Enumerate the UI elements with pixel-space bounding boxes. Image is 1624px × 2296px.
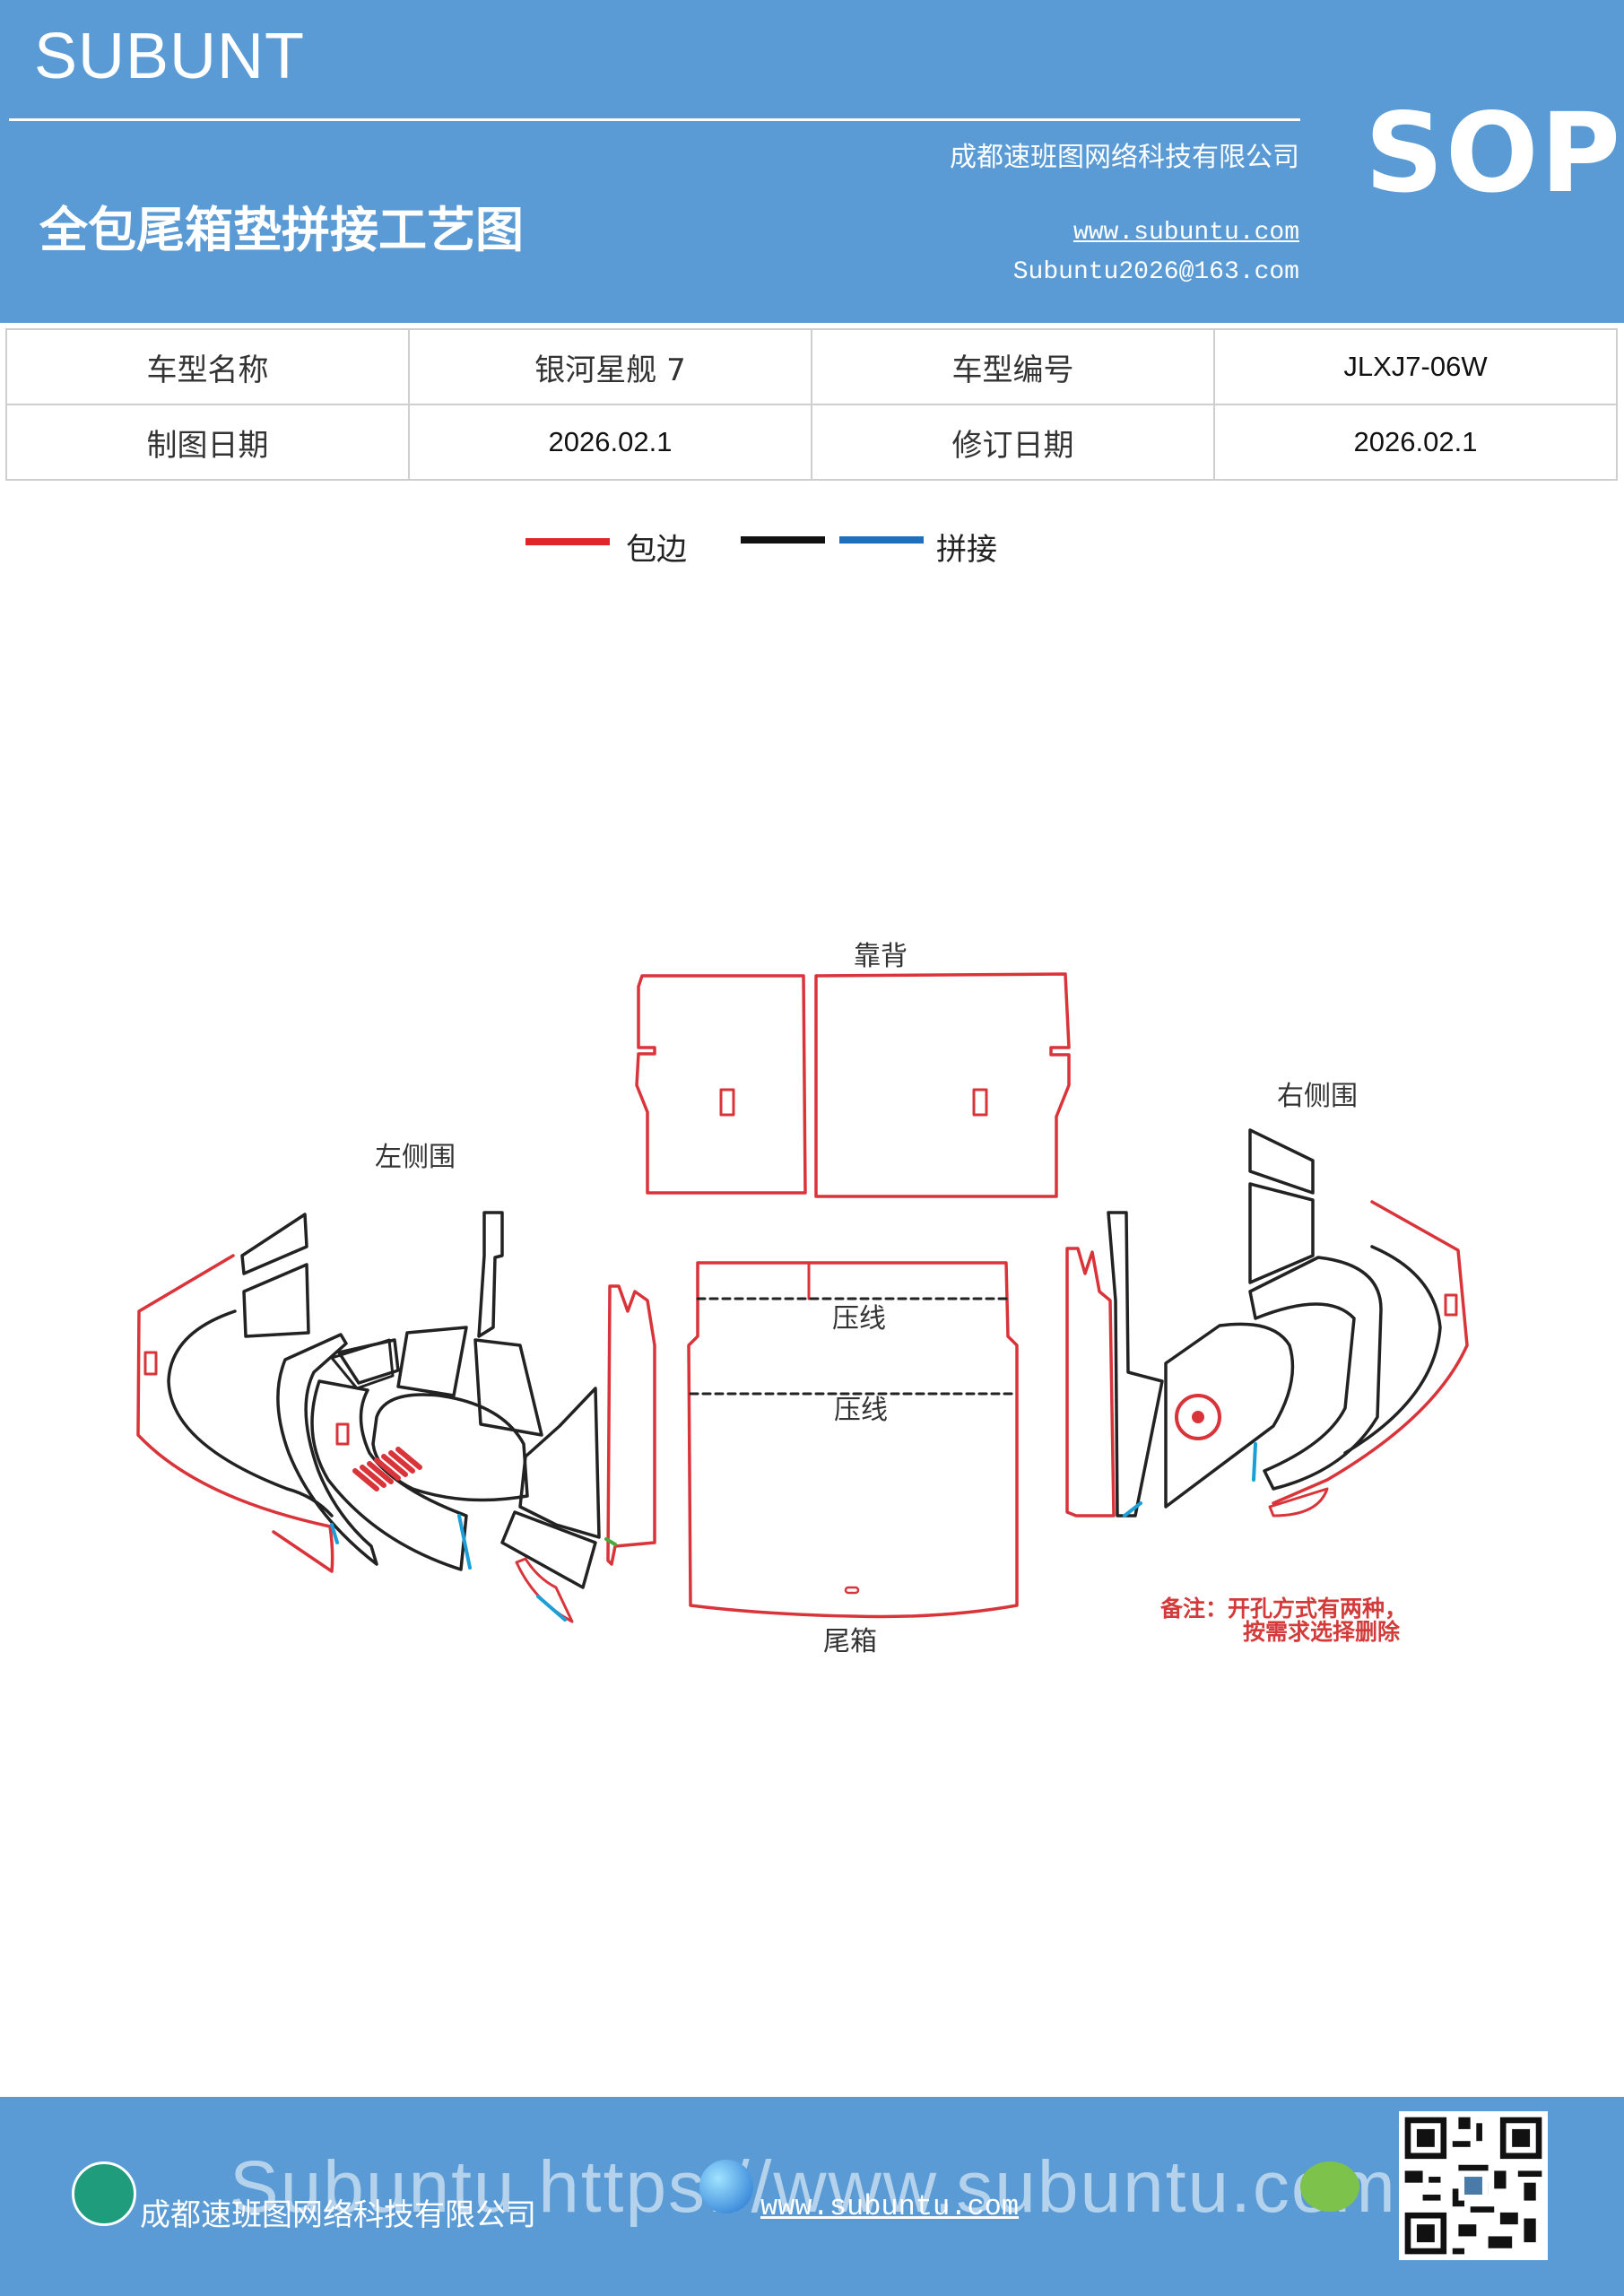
left-side-joint-4 — [604, 1537, 617, 1546]
website-link[interactable]: www.subuntu.com — [1073, 219, 1299, 247]
left-side-joint-1 — [330, 1523, 339, 1544]
note-line-1: 备注：开孔方式有两种， — [1159, 1596, 1407, 1622]
value-revision-date: 2026.02.1 — [1213, 404, 1618, 481]
left-side-vent-slots — [352, 1447, 422, 1492]
legend-edge-label: 包边 — [626, 532, 687, 568]
left-side-center-piece — [396, 1326, 468, 1397]
crease-label-2: 压线 — [834, 1395, 888, 1426]
right-side-label: 右侧围 — [1277, 1081, 1358, 1112]
left-side-upper-piece-1 — [240, 1213, 308, 1275]
left-side-upper-piece-2 — [242, 1263, 310, 1338]
right-side-outer-edge — [1272, 1200, 1469, 1505]
footer-watermark-banner: Subuntu https://www.subuntu.com — [230, 2146, 1397, 2228]
document-title: 全包尾箱垫拼接工艺图 — [39, 201, 524, 258]
left-side-lower-piece — [515, 1557, 574, 1623]
left-side-inner-panel — [167, 1309, 334, 1518]
right-side-speaker-grille — [1175, 1394, 1221, 1440]
left-side-arch-outer — [276, 1333, 378, 1566]
left-side-clip — [143, 1351, 158, 1376]
brand-logo-text: SUBUNT — [34, 21, 306, 92]
right-side-upper-piece-1 — [1248, 1128, 1315, 1195]
right-side-strip-2 — [1107, 1211, 1164, 1518]
label-model-name: 车型名称 — [5, 328, 410, 405]
left-side-small-piece-1 — [330, 1338, 395, 1390]
crease-label-1: 压线 — [832, 1303, 886, 1335]
right-side-lower-piece — [1268, 1487, 1329, 1518]
left-side-joint-3 — [536, 1595, 567, 1622]
left-side-rear-piece-2 — [500, 1510, 597, 1589]
left-side-rear-piece — [518, 1387, 601, 1539]
building-icon — [72, 2161, 136, 2226]
left-side-pillar — [477, 1211, 504, 1338]
note-line-2: 按需求选择删除 — [1243, 1619, 1401, 1645]
right-side-joint-2 — [1252, 1442, 1257, 1482]
label-revision-date: 修订日期 — [811, 404, 1215, 481]
right-side-clip — [1444, 1293, 1458, 1317]
label-drawing-date: 制图日期 — [5, 404, 410, 481]
wechat-icon — [1300, 2161, 1359, 2212]
right-side-upper-piece-2 — [1248, 1182, 1315, 1284]
left-side-joint-2 — [457, 1514, 472, 1570]
backrest-left-panel — [635, 974, 807, 1195]
vehicle-info-table: 车型名称 银河星舰 7 车型编号 JLXJ7-06W 制图日期 2026.02.… — [5, 328, 1618, 481]
value-model-code: JLXJ7-06W — [1213, 328, 1618, 405]
left-side-center-piece-2 — [473, 1338, 543, 1437]
trunk-label: 尾箱 — [823, 1626, 877, 1657]
sop-badge: SOP — [1365, 90, 1622, 217]
left-side-arch-panel — [310, 1379, 468, 1571]
backrest-label: 靠背 — [854, 941, 908, 972]
trunk-floor-hole — [844, 1586, 860, 1595]
legend-joint-swatch — [839, 536, 924, 544]
table-row: 车型名称 银河星舰 7 车型编号 JLXJ7-06W — [5, 328, 1618, 405]
legend-inner-swatch — [741, 536, 825, 544]
right-side-speaker-center — [1192, 1411, 1204, 1423]
table-row: 制图日期 2026.02.1 修订日期 2026.02.1 — [5, 404, 1618, 481]
left-side-strip — [606, 1284, 656, 1566]
value-model-name: 银河星舰 7 — [408, 328, 812, 405]
backrest-right-panel — [814, 972, 1071, 1198]
right-side-arch — [1248, 1256, 1383, 1491]
email-address[interactable]: Subuntu2026@163.com — [1012, 258, 1299, 286]
legend-edge-swatch — [525, 538, 610, 545]
backrest-right-hole — [972, 1088, 988, 1117]
qr-code — [1399, 2111, 1548, 2260]
footer-website-link[interactable]: www.subuntu.com — [760, 2190, 1020, 2223]
right-side-strip-1 — [1065, 1247, 1116, 1518]
label-model-code: 车型编号 — [811, 328, 1215, 405]
trunk-floor-panel — [687, 1261, 1019, 1619]
legend-joint-label: 拼接 — [936, 532, 997, 568]
footer-company-name: 成都速班图网络科技有限公司 — [140, 2197, 536, 2233]
right-side-inner-panel — [1343, 1245, 1442, 1455]
right-side-joint-1 — [1123, 1501, 1142, 1518]
header-divider — [9, 118, 1300, 121]
left-side-outer-edge — [136, 1254, 334, 1573]
header-banner — [0, 0, 1624, 323]
left-side-wheel-well — [371, 1393, 529, 1502]
company-name: 成都速班图网络科技有限公司 — [950, 142, 1299, 173]
right-side-main-panel — [1164, 1322, 1295, 1509]
left-side-hole — [335, 1422, 350, 1446]
value-drawing-date: 2026.02.1 — [408, 404, 812, 481]
globe-icon — [699, 2160, 753, 2213]
left-side-label: 左侧围 — [375, 1142, 456, 1173]
backrest-left-hole — [719, 1088, 735, 1117]
